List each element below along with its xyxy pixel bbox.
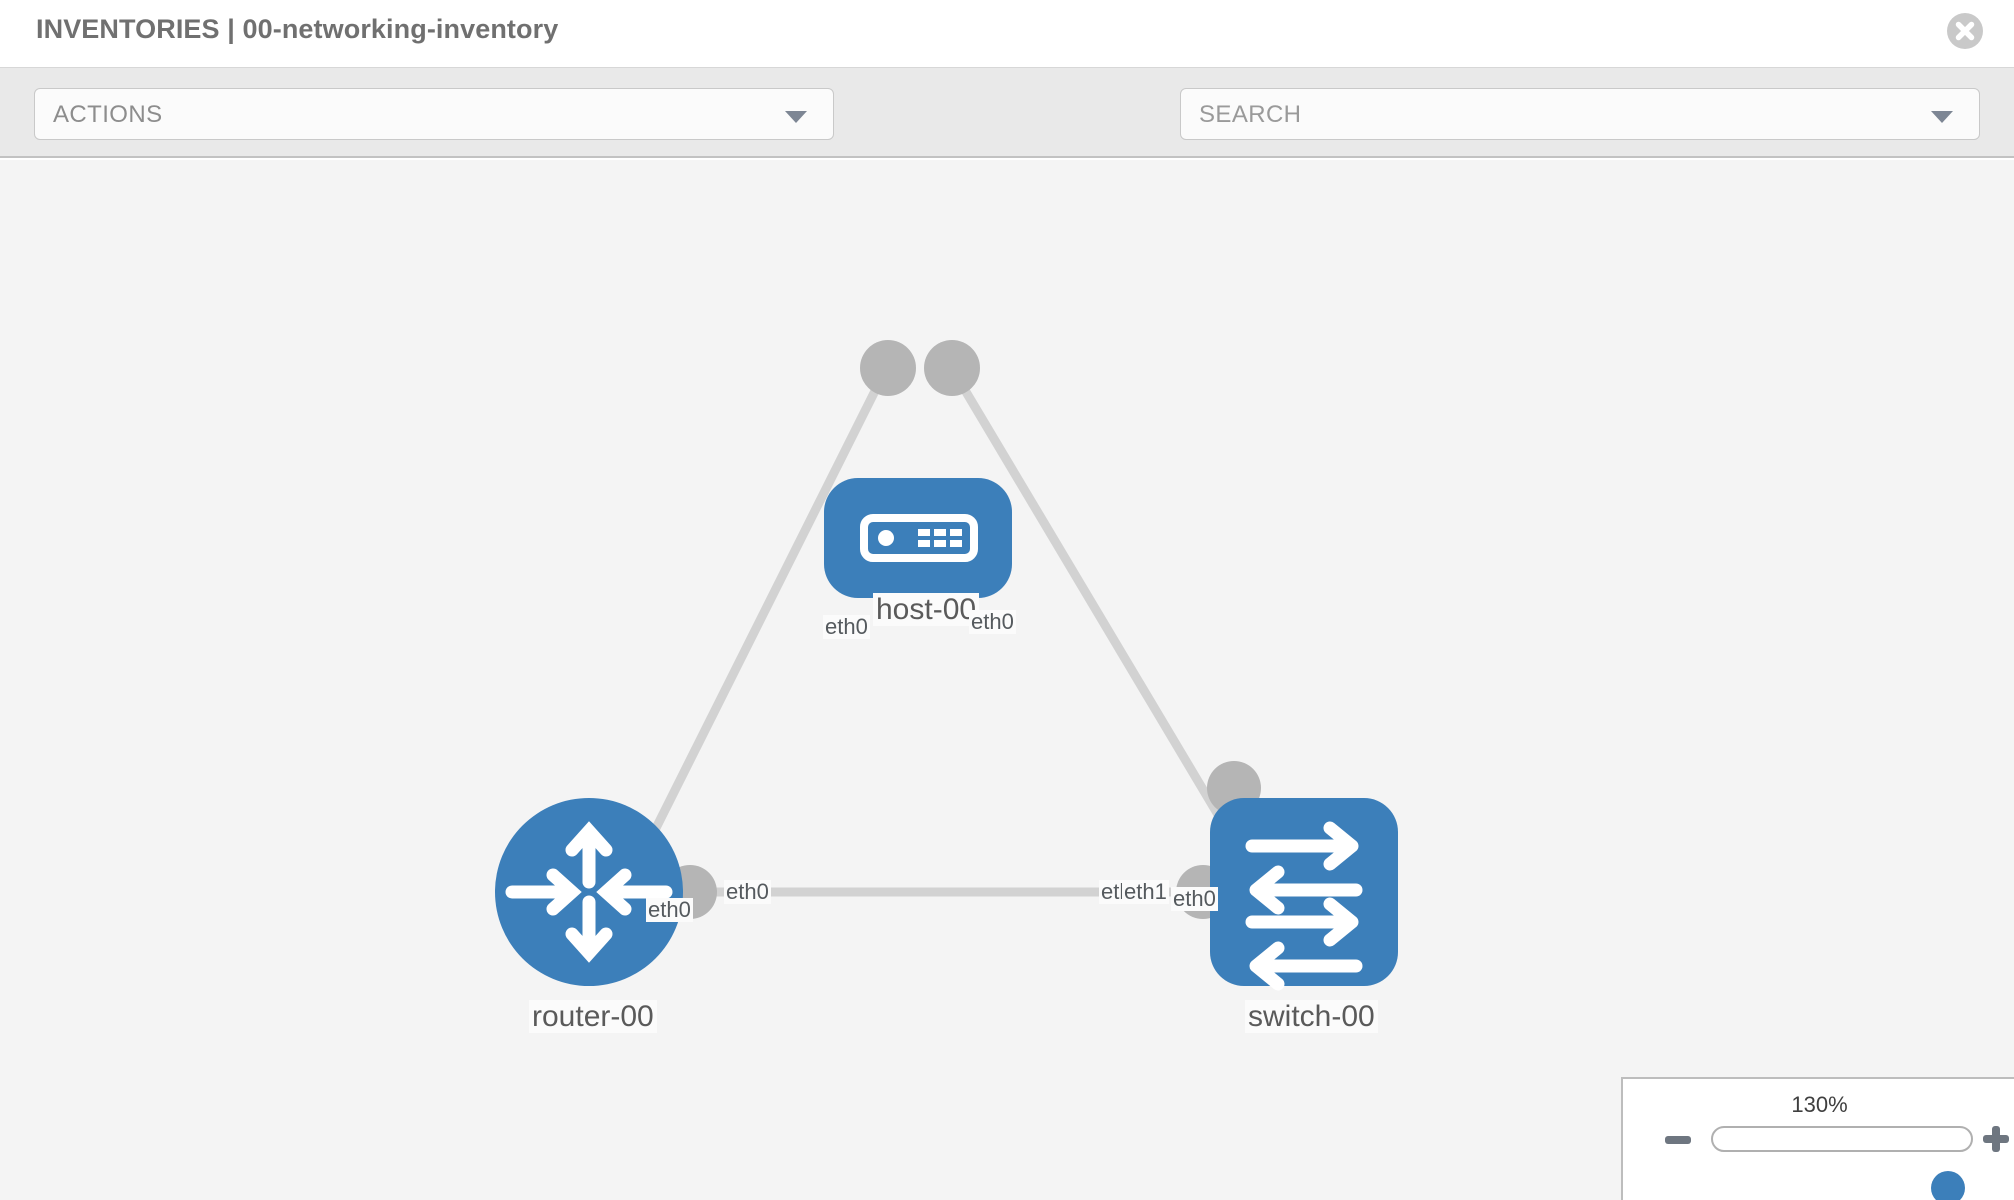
node-label-switch-00: switch-00 xyxy=(1245,1000,1378,1033)
topology-graph xyxy=(495,340,1398,991)
titlebar: INVENTORIES | 00-networking-inventory xyxy=(0,0,2014,68)
port-nub xyxy=(924,340,980,396)
edge-host00-router00 xyxy=(635,362,893,863)
port-nub xyxy=(860,340,916,396)
chevron-down-icon xyxy=(1931,111,1953,123)
zoom-slider[interactable] xyxy=(1711,1126,1973,1200)
zoom-panel: 130% xyxy=(1621,1077,2014,1200)
node-switch-00 xyxy=(1210,798,1398,991)
node-router-00 xyxy=(495,798,683,986)
search-input[interactable]: SEARCH xyxy=(1180,88,1980,140)
port-label-switch00-eth1: eth1 xyxy=(1122,879,1169,905)
page-title: INVENTORIES | 00-networking-inventory xyxy=(36,14,559,44)
port-label-router00-eth0: eth0 xyxy=(724,879,771,905)
port-label-host00-eth0-left: eth0 xyxy=(823,614,870,640)
node-label-router-00: router-00 xyxy=(529,1000,657,1033)
switch-arrows-icon xyxy=(1245,821,1363,991)
toolbar: ACTIONS SEARCH xyxy=(0,68,2014,193)
topology-canvas[interactable]: host-00 router-00 switch-00 eth0 eth0 et… xyxy=(0,160,2014,1200)
actions-dropdown[interactable]: ACTIONS xyxy=(34,88,834,140)
server-icon xyxy=(860,514,978,562)
actions-dropdown-label: ACTIONS xyxy=(53,101,163,128)
zoom-slider-thumb[interactable] xyxy=(1931,1171,1965,1200)
router-arrows-icon xyxy=(505,821,673,963)
port-label-switch00-eth0-uplink: eth0 xyxy=(1171,886,1218,912)
port-label-host00-eth0-right: eth0 xyxy=(969,609,1016,635)
minus-icon[interactable] xyxy=(1665,1136,1691,1144)
node-label-host-00: host-00 xyxy=(873,593,980,626)
zoom-percent-label: 130% xyxy=(1791,1092,1848,1117)
search-placeholder: SEARCH xyxy=(1199,101,1302,128)
plus-icon[interactable] xyxy=(1983,1126,2009,1152)
edge-host00-switch00 xyxy=(946,362,1249,863)
node-host-00 xyxy=(824,478,1012,598)
chevron-down-icon xyxy=(785,111,807,123)
close-icon[interactable] xyxy=(1944,10,1986,52)
port-label-router00-eth0-uplink: eth0 xyxy=(646,897,693,923)
